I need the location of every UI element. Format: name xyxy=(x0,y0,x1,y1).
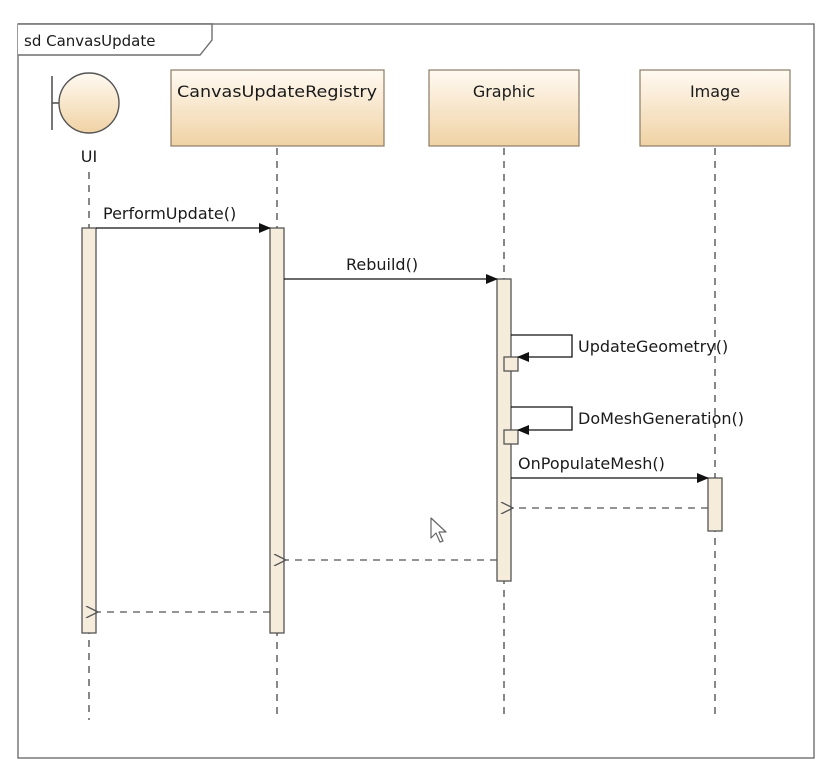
activation-image xyxy=(707,477,723,532)
message-label: PerformUpdate() xyxy=(103,204,236,223)
message-arrow xyxy=(511,406,573,435)
message-arrow xyxy=(511,334,573,362)
participant-box xyxy=(639,69,791,147)
participant-image-label: Image xyxy=(690,82,740,101)
activation-canvasupdateregistry xyxy=(269,227,285,634)
participant-canvasupdateregistry-label: CanvasUpdateRegistry xyxy=(177,82,377,101)
message-label: Rebuild() xyxy=(346,255,418,274)
boundary-icon xyxy=(58,72,120,134)
frame-title-tab xyxy=(18,23,213,56)
message-label: OnPopulateMesh() xyxy=(518,454,665,473)
activation-graphic-updategeometry xyxy=(503,356,519,372)
participant-box xyxy=(428,69,580,147)
message-onpopulatemesh[interactable]: OnPopulateMesh() xyxy=(511,454,709,483)
message-rebuild[interactable]: Rebuild() xyxy=(284,255,498,284)
participant-ui-label: UI xyxy=(81,147,97,166)
message-performupdate[interactable]: PerformUpdate() xyxy=(96,204,271,233)
activation-ui xyxy=(81,227,97,634)
message-label: DoMeshGeneration() xyxy=(578,409,744,428)
participant-canvasupdateregistry[interactable]: CanvasUpdateRegistry xyxy=(170,69,385,147)
message-domeshgeneration[interactable]: DoMeshGeneration() xyxy=(511,406,744,435)
participant-graphic-label: Graphic xyxy=(473,82,535,101)
message-label: UpdateGeometry() xyxy=(578,337,728,356)
mouse-cursor-icon xyxy=(430,517,447,543)
message-updategeometry[interactable]: UpdateGeometry() xyxy=(511,334,728,362)
frame-title: sd CanvasUpdate xyxy=(24,32,155,50)
participant-image[interactable]: Image xyxy=(639,69,791,147)
activation-graphic-domeshgeneration xyxy=(503,429,519,445)
participant-ui[interactable]: UI xyxy=(51,72,120,166)
participant-graphic[interactable]: Graphic xyxy=(428,69,580,147)
participant-box xyxy=(170,69,385,147)
